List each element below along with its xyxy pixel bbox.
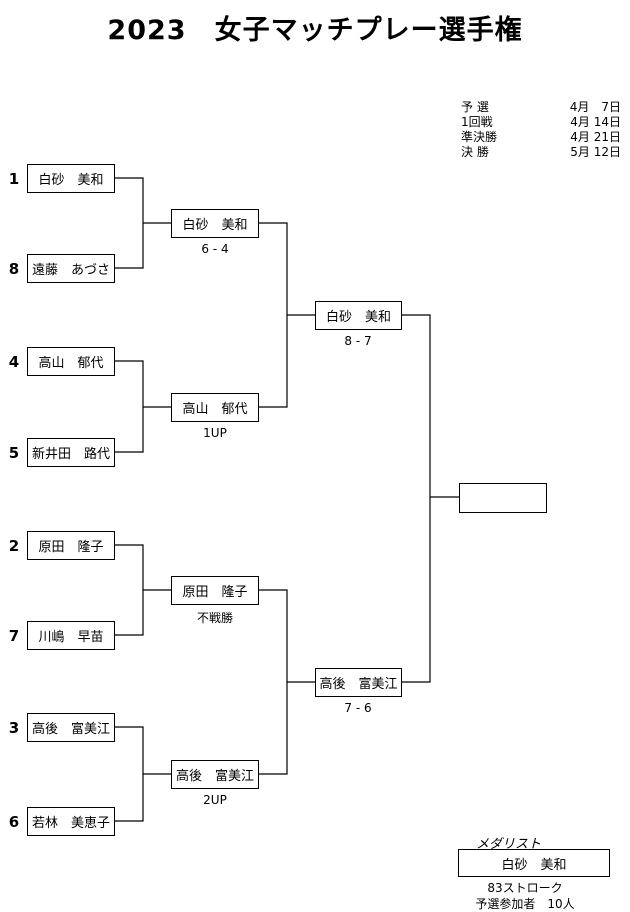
bracket-connector	[114, 177, 144, 269]
player-slot-r1: 若林 美恵子	[27, 807, 115, 836]
player-slot-semi: 白砂 美和	[315, 301, 402, 330]
schedule-label: 決 勝	[461, 145, 489, 159]
match-score: 6 - 4	[201, 242, 229, 256]
seed-number: 1	[8, 170, 20, 188]
schedule-label: 準決勝	[461, 130, 498, 144]
seed-number: 5	[8, 444, 20, 462]
medalist-strokes: 83ストローク	[487, 881, 563, 895]
schedule-row: 予 選 4月 7日	[461, 100, 621, 115]
medalist-label: メダリスト	[476, 837, 542, 852]
seed-number: 8	[8, 260, 20, 278]
schedule-date: 4月 14日	[570, 115, 621, 129]
schedule: 予 選 4月 7日 1回戦 4月 14日 準決勝 4月 21日 決 勝 5月 12日	[461, 100, 621, 160]
match-score: 8 - 7	[344, 334, 372, 348]
player-slot-r1: 遠藤 あづさ	[27, 254, 115, 283]
bracket-connector	[258, 589, 288, 775]
seed-number: 6	[8, 813, 20, 831]
schedule-row: 1回戦 4月 14日	[461, 115, 621, 130]
schedule-row: 決 勝 5月 12日	[461, 145, 621, 160]
player-slot-r1: 高山 郁代	[27, 347, 115, 376]
seed-number: 4	[8, 353, 20, 371]
player-slot-r2: 白砂 美和	[171, 209, 259, 238]
player-slot-r2: 高山 郁代	[171, 393, 259, 422]
page-title: 2023 女子マッチプレー選手権	[107, 15, 523, 46]
bracket-connector	[401, 314, 431, 683]
match-score: 2UP	[203, 793, 227, 807]
medalist-name-box: 白砂 美和	[458, 849, 610, 877]
schedule-date: 4月 21日	[570, 130, 621, 144]
player-slot-r1: 白砂 美和	[27, 164, 115, 193]
bracket-connector	[114, 544, 144, 636]
player-slot-r1: 新井田 路代	[27, 438, 115, 467]
player-slot-r1: 高後 富美江	[27, 713, 115, 742]
schedule-row: 準決勝 4月 21日	[461, 130, 621, 145]
bracket-connector	[114, 360, 144, 453]
player-slot-r2: 原田 隆子	[171, 576, 259, 605]
schedule-date: 5月 12日	[570, 145, 621, 159]
bracket-connector	[114, 726, 144, 822]
match-score: 7 - 6	[344, 701, 372, 715]
bracket-connector	[258, 222, 288, 408]
seed-number: 7	[8, 627, 20, 645]
schedule-label: 予 選	[461, 100, 489, 114]
final-winner-slot	[459, 483, 547, 513]
qualifier-entrants: 予選参加者 10人	[475, 897, 575, 911]
schedule-date: 4月 7日	[569, 100, 621, 114]
player-slot-semi: 高後 富美江	[315, 668, 402, 697]
player-slot-r1: 川嶋 早苗	[27, 621, 115, 650]
player-slot-r2: 高後 富美江	[171, 760, 259, 789]
match-score: 不戦勝	[196, 611, 233, 625]
match-score: 1UP	[203, 426, 227, 440]
seed-number: 3	[8, 719, 20, 737]
schedule-label: 1回戦	[461, 115, 493, 129]
player-slot-r1: 原田 隆子	[27, 531, 115, 560]
seed-number: 2	[8, 537, 20, 555]
